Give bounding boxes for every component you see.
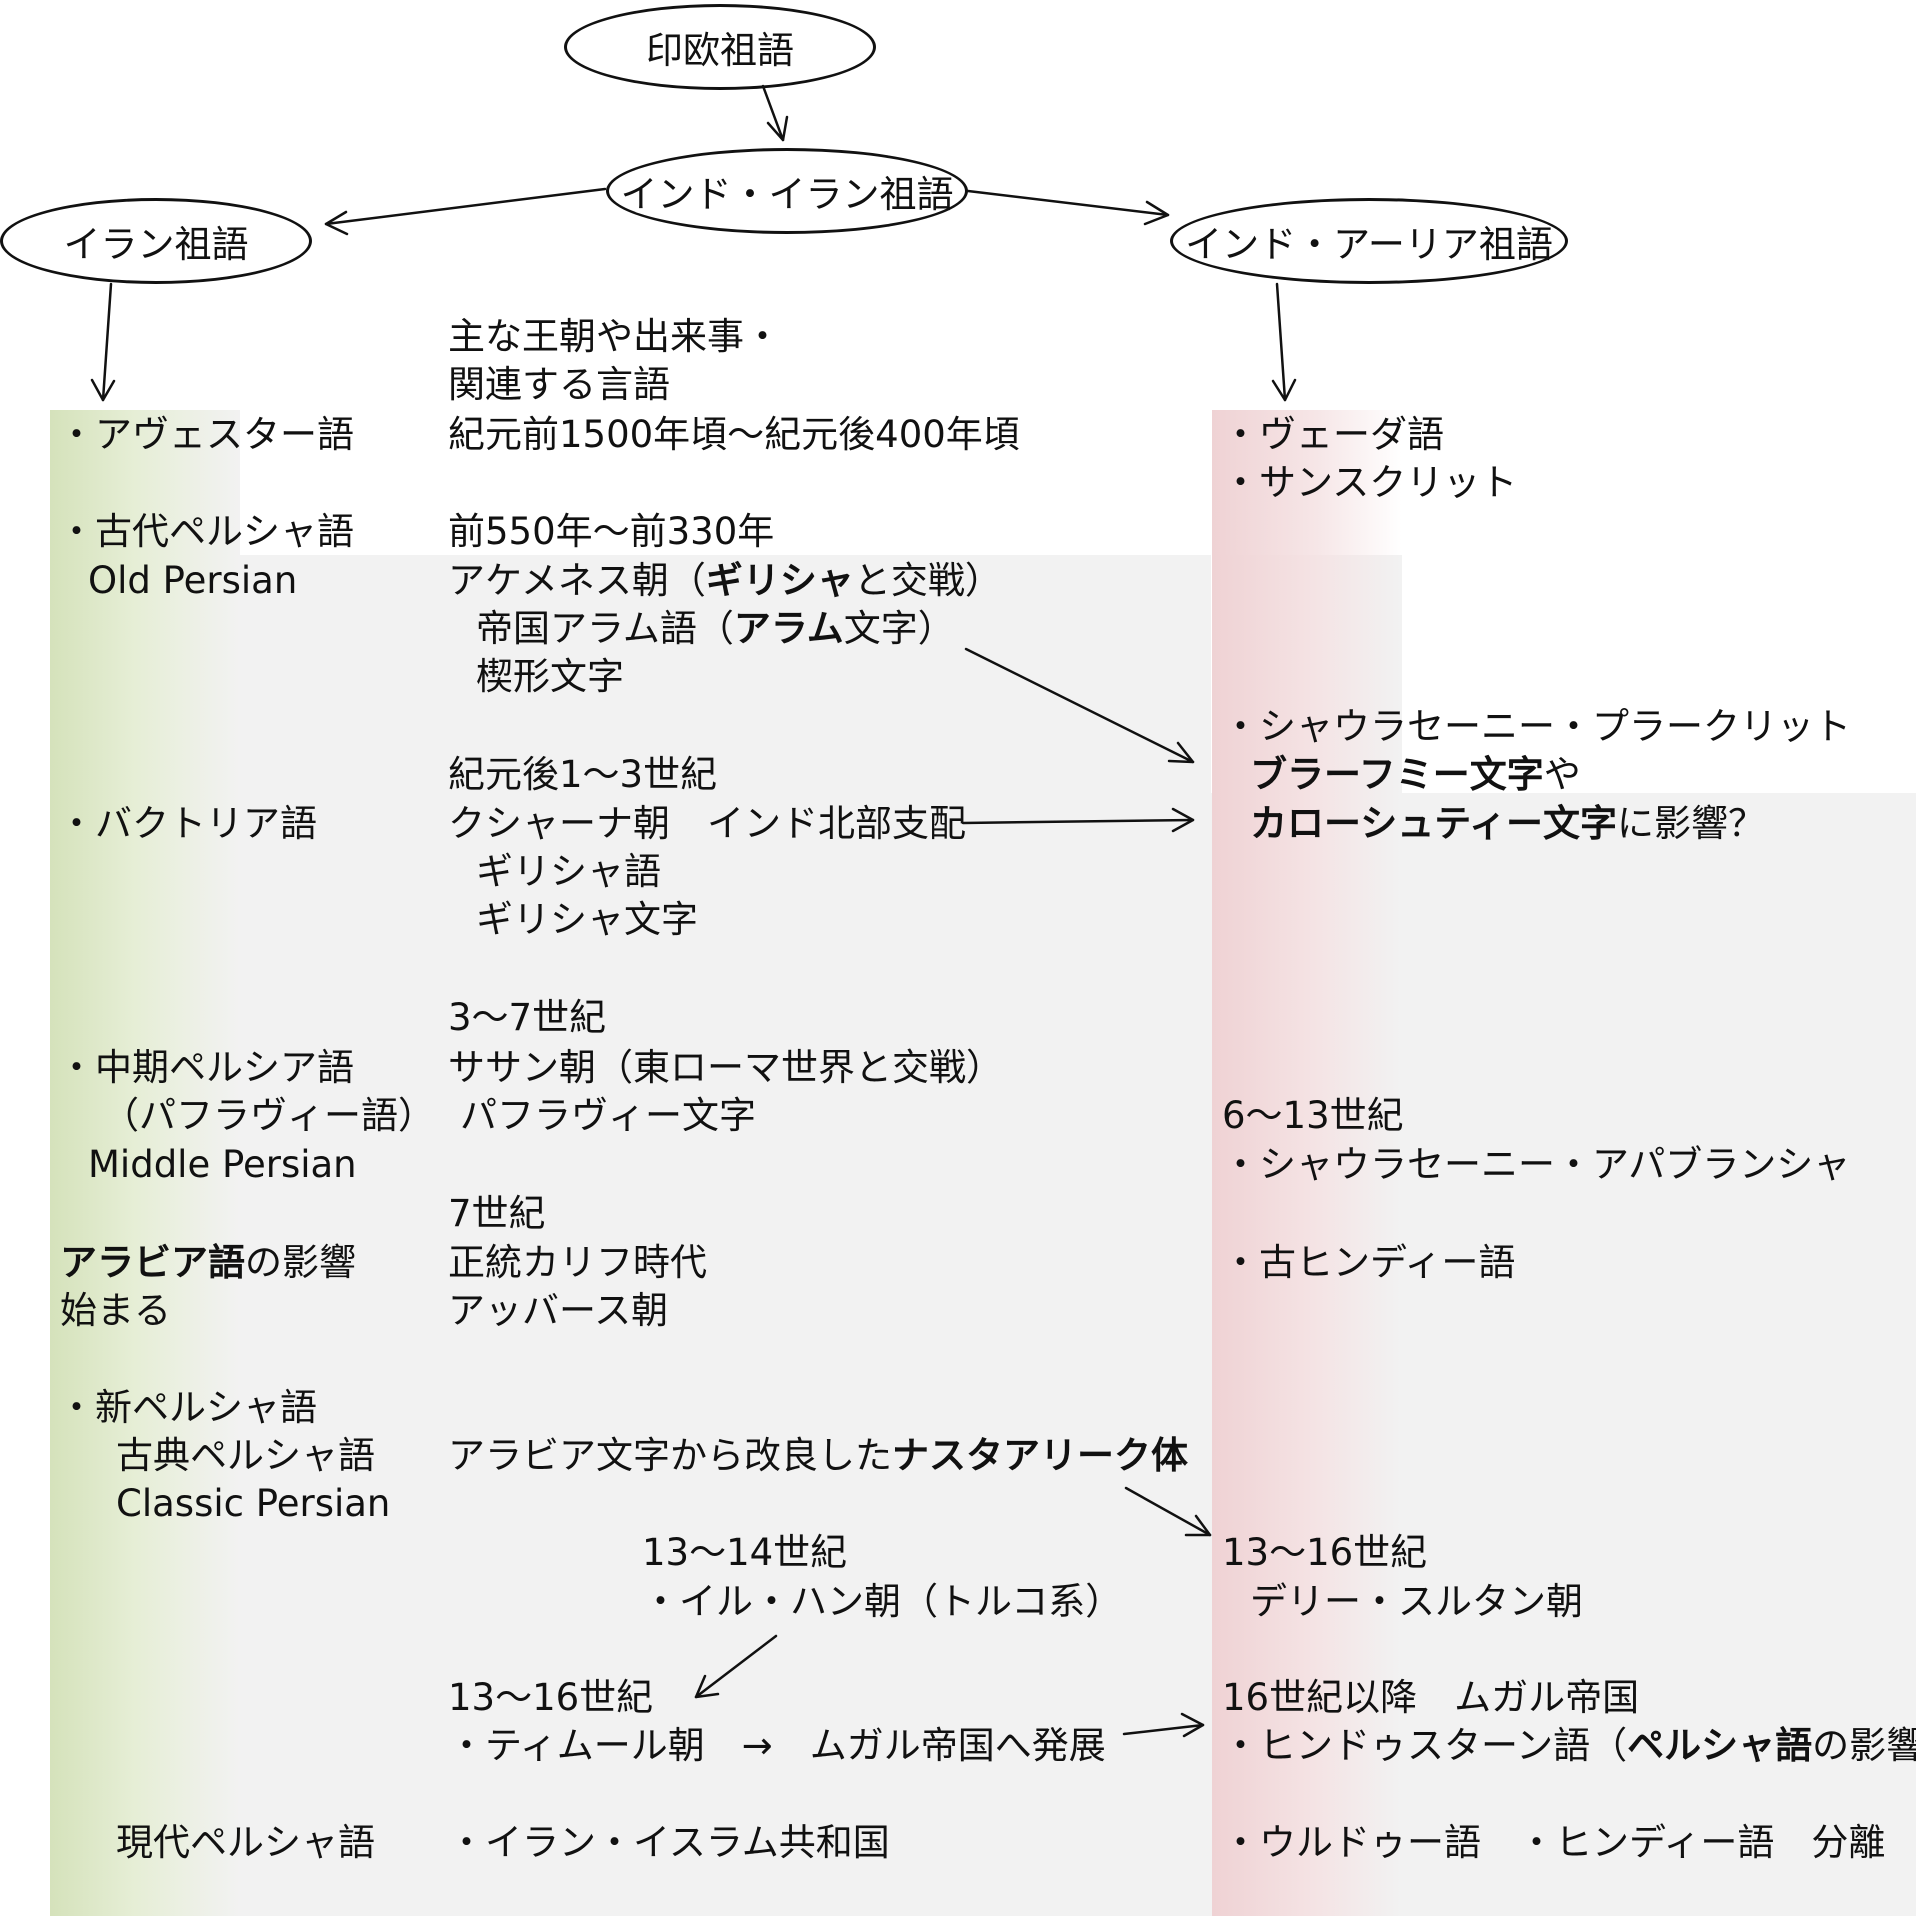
kushan-dynasty: クシャーナ朝 インド北部支配 [448,802,966,845]
avestan-period: 紀元前1500年頃～紀元後400年頃 [448,413,1020,456]
arabic-influence-bold: アラビア語 [60,1241,245,1284]
brahmi-text: や [1543,753,1581,796]
hindustani-text-2: の影響） [1812,1724,1916,1767]
column-header-line-2: 関連する言語 [448,363,670,406]
avestan-language: ・アヴェスター語 [58,413,354,456]
kharosthi-bold: カローシュティー文字 [1250,802,1618,845]
greek-script: ギリシャ文字 [476,898,698,941]
urdu-hindi-split: ・ウルドゥー語 ・ヒンディー語 分離 [1222,1821,1886,1864]
achaemenid-period: 前550年～前330年 [448,510,775,553]
kushan-period: 紀元後1～3世紀 [448,753,718,796]
arrow-indo-iranian-to-iranian [324,187,607,236]
imperial-aramaic-bold: アラム [733,607,844,650]
bactrian-language: ・バクトリア語 [58,802,317,845]
vedic-language: ・ヴェーダ語 [1222,413,1444,456]
nastaliq-text: アラビア文字から改良した [448,1434,892,1477]
classical-persian-english: Classic Persian [116,1482,391,1525]
sasanian-dynasty: ササン朝（東ローマ世界と交戦） [448,1046,1003,1089]
node-proto-indo-iranian: インド・イラン祖語 [606,148,968,234]
node-proto-indo-aryan-label: インド・アーリア祖語 [1185,223,1553,266]
shauraseni-prakrit: ・シャウラセーニー・プラークリット [1222,705,1851,748]
indo-aryan-branch-band [1212,410,1402,1916]
nastaliq-script: アラビア文字から改良したナスタアリーク体 [448,1433,1188,1479]
achaemenid-dynasty: アケメネス朝（ギリシャと交戦） [448,558,1002,604]
brahmi-script-note: ブラーフミー文字や [1250,752,1581,798]
node-proto-indo-iranian-label: インド・イラン祖語 [620,173,954,216]
kharosthi-text: に影響？ [1617,802,1766,845]
middle-persian-language: ・中期ペルシア語 [58,1046,354,1089]
iranian-branch-band [50,410,240,1916]
modern-persian-language: 現代ペルシャ語 [116,1821,375,1864]
sanskrit-language: ・サンスクリット [1222,461,1518,504]
middle-persian-english: Middle Persian [88,1143,357,1186]
new-persian-language: ・新ペルシャ語 [58,1386,317,1429]
arabic-influence-begins: 始まる [60,1289,171,1332]
sasanian-period: 3～7世紀 [448,996,607,1039]
achaemenid-text-1: アケメネス朝（ [448,559,706,602]
column-header-line-1: 主な王朝や出来事・ [448,315,781,358]
old-persian-language: ・古代ペルシャ語 [58,510,354,553]
ilkhanate-period: 13～14世紀 [642,1531,848,1574]
timurid-dynasty: ・ティムール朝 → ムガル帝国へ発展 [448,1724,1106,1767]
pahlavi-script: パフラヴィー文字 [460,1094,756,1137]
old-persian-english: Old Persian [88,559,298,602]
imperial-aramaic-text-2: 文字） [843,607,955,650]
hindustani-language: ・ヒンドゥスターン語（ペルシャ語の影響） [1222,1723,1916,1769]
mughal-empire: 16世紀以降 ムガル帝国 [1222,1676,1640,1719]
classical-persian-language: 古典ペルシャ語 [116,1434,375,1477]
old-hindi-language: ・古ヒンディー語 [1222,1241,1516,1284]
achaemenid-bold: ギリシャ [705,559,854,602]
arrow-indo-aryan-to-vedic [1271,282,1297,402]
seventh-century: 7世紀 [448,1192,546,1235]
hindustani-text-1: ・ヒンドゥスターン語（ [1222,1724,1628,1767]
islamic-republic-of-iran: ・イラン・イスラム共和国 [448,1821,890,1864]
cuneiform-script: 楔形文字 [476,655,624,698]
apabhramsa-period: 6～13世紀 [1222,1094,1404,1137]
gray-panel-middle [236,555,1211,1916]
node-proto-indo-european-label: 印欧祖語 [646,29,794,72]
kharosthi-script-note: カローシュティー文字に影響？ [1250,801,1765,847]
arrow-iranian-to-avestan [90,282,116,402]
pahlavi-language: （パフラヴィー語） [102,1094,435,1137]
arrow-indo-iranian-to-indo-aryan [966,189,1170,226]
timurid-period: 13～16世紀 [448,1676,654,1719]
node-proto-iranian: イラン祖語 [0,198,312,284]
rashidun-caliphate: 正統カリフ時代 [448,1241,707,1284]
brahmi-bold: ブラーフミー文字 [1250,753,1544,796]
shauraseni-apabhramsa: ・シャウラセーニー・アパブランシャ [1222,1143,1851,1186]
node-proto-iranian-label: イラン祖語 [63,223,249,266]
imperial-aramaic-text-1: 帝国アラム語（ [476,607,734,650]
delhi-sultanate: デリー・スルタン朝 [1250,1580,1583,1623]
imperial-aramaic: 帝国アラム語（アラム文字） [476,606,955,652]
arabic-influence-line: アラビア語の影響 [60,1240,356,1286]
hindustani-bold: ペルシャ語 [1627,1724,1813,1767]
node-proto-indo-european: 印欧祖語 [564,4,876,90]
greek-language: ギリシャ語 [476,850,661,893]
node-proto-indo-aryan: インド・アーリア祖語 [1170,198,1568,284]
nastaliq-bold: ナスタアリーク体 [892,1434,1188,1477]
delhi-sultanate-period: 13～16世紀 [1222,1531,1428,1574]
arrow-pie-to-indo-iranian [761,84,789,142]
achaemenid-text-2: と交戦） [853,559,1002,602]
indo-aryan-top-fade [1212,410,1402,555]
ilkhanate-dynasty: ・イル・ハン朝（トルコ系） [642,1580,1123,1623]
arabic-influence-text: の影響 [245,1241,356,1284]
abbasid-dynasty: アッバース朝 [448,1289,669,1332]
